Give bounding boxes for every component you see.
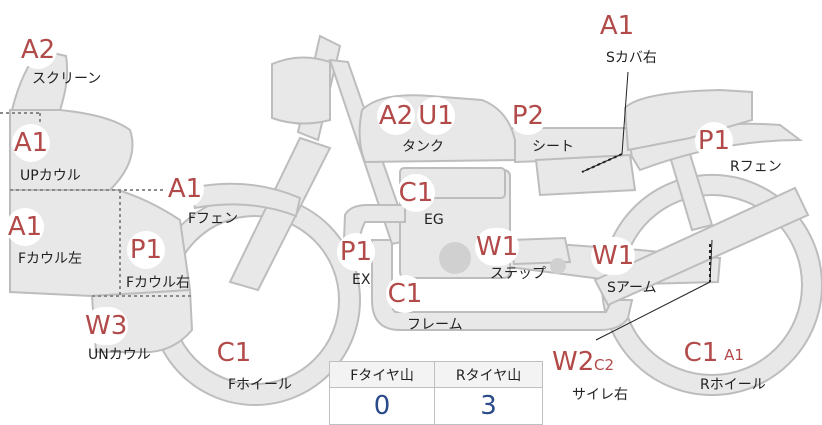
front-wheel-shape	[148, 194, 362, 406]
tank-badge-1[interactable]: U1	[417, 97, 455, 135]
screen-badge-0[interactable]: A2	[19, 31, 57, 69]
screen-label: スクリーン	[32, 71, 102, 87]
front-fork-shape	[228, 136, 332, 292]
front-fender-shape	[188, 182, 302, 218]
hub-marks	[439, 242, 566, 274]
f-cowl-left-badge-0[interactable]: A1	[6, 208, 44, 246]
up-cowl-badge-0[interactable]: A1	[12, 124, 50, 162]
rear-wheel-shape	[600, 174, 822, 396]
f-wheel-label: Fホイール	[228, 377, 293, 393]
rear-tyre-header: Rタイヤ山	[434, 361, 543, 388]
un-cowl-label: UNカウル	[88, 347, 151, 363]
tank-badge-0[interactable]: A2	[377, 97, 415, 135]
f-fender-badge-0[interactable]: A1	[166, 170, 204, 208]
s-arm-label: Sアーム	[607, 280, 657, 296]
frame-label: フレーム	[407, 317, 463, 333]
r-wheel-label: Rホイール	[700, 377, 766, 393]
tyre-table-value-row: 0 3	[328, 387, 543, 425]
un-cowl-badge-0[interactable]: W3	[84, 307, 129, 345]
f-cowl-right-label: Fカウル右	[126, 275, 191, 291]
tail-cowl-shape	[623, 88, 753, 152]
f-wheel-badge-0[interactable]: C1	[215, 334, 253, 372]
silencer-right-badge-1[interactable]: C2	[592, 353, 616, 377]
silencer-shape	[593, 186, 810, 307]
rear-tyre-value[interactable]: 3	[434, 387, 543, 425]
up-cowl-label: UPカウル	[20, 168, 81, 184]
frame-badge-0[interactable]: C1	[386, 275, 424, 313]
silencer-right-label: サイレ右	[572, 387, 628, 403]
side-cover-shape	[534, 153, 637, 197]
headlight-shape	[271, 56, 331, 125]
leader-dots	[581, 153, 711, 282]
exhaust-label: EX	[352, 272, 371, 288]
front-tyre-value[interactable]: 0	[328, 387, 436, 425]
silencer-right-badge-0[interactable]: W2	[551, 343, 596, 381]
tank-label: タンク	[402, 139, 444, 155]
r-wheel-badge-0[interactable]: C1	[682, 334, 720, 372]
step-label: ステップ	[490, 266, 546, 282]
r-wheel-badge-1[interactable]: A1	[722, 343, 746, 367]
exhaust-badge-0[interactable]: P1	[337, 233, 375, 271]
engine-badge-0[interactable]: C1	[397, 174, 435, 212]
s-arm-badge-0[interactable]: W1	[591, 237, 636, 275]
tyre-table-header-row: Fタイヤ山 Rタイヤ山	[328, 361, 543, 388]
tyre-tread-table: Fタイヤ山 Rタイヤ山 0 3	[328, 361, 543, 425]
s-cover-right-label: Sカバ右	[606, 50, 657, 66]
f-cowl-right-badge-0[interactable]: P1	[127, 231, 165, 269]
seat-label: シート	[532, 139, 574, 155]
r-fender-badge-0[interactable]: P1	[695, 122, 733, 160]
seat-badge-0[interactable]: P2	[509, 97, 547, 135]
panel-dividers	[0, 112, 192, 297]
front-tyre-header: Fタイヤ山	[328, 361, 436, 388]
engine-label: EG	[424, 212, 444, 228]
f-cowl-left-label: Fカウル左	[18, 251, 83, 267]
step-badge-0[interactable]: W1	[475, 228, 520, 266]
f-fender-label: Fフェン	[188, 211, 239, 227]
s-cover-right-badge-0[interactable]: A1	[598, 7, 636, 45]
r-fender-label: Rフェン	[730, 159, 782, 175]
